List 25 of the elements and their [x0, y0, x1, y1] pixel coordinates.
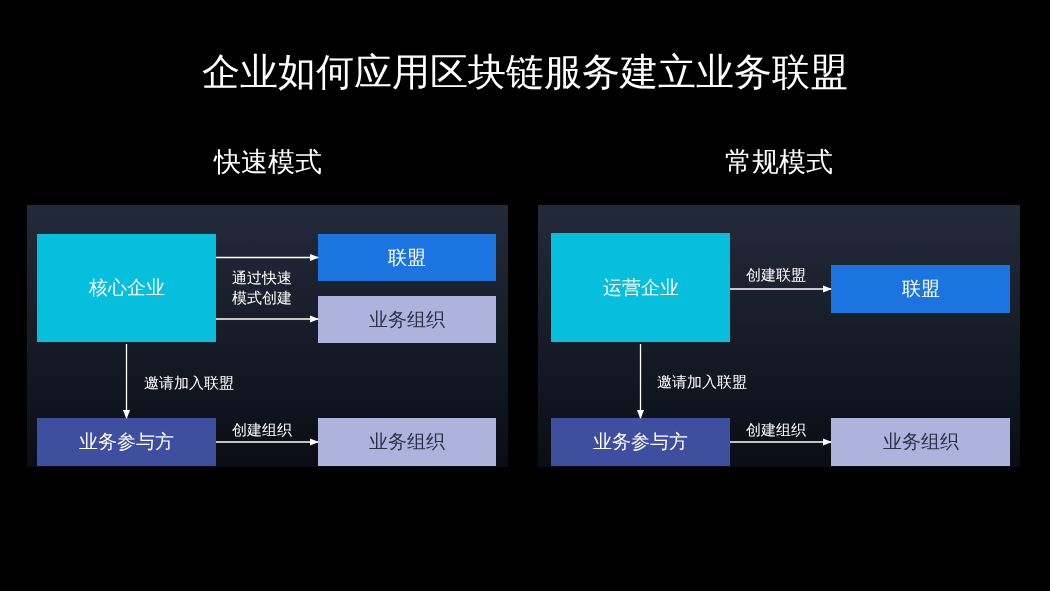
process-box: 业务参与方 [37, 418, 216, 466]
process-box: 业务组织 [318, 296, 496, 343]
edge-label: 邀请加入联盟 [144, 373, 235, 393]
edge-label: 创建联盟 [746, 265, 807, 285]
arrow [215, 253, 319, 262]
arrow [215, 315, 319, 323]
process-box: 联盟 [318, 234, 496, 281]
process-box: 业务组织 [318, 418, 496, 466]
title: 企业如何应用区块链服务建立业务联盟 [201, 49, 849, 96]
process-box: 联盟 [831, 265, 1010, 313]
process-box: 运营企业 [551, 233, 730, 342]
process-box: 业务组织 [831, 418, 1010, 466]
process-box: 核心企业 [37, 234, 216, 342]
edge-label: 邀请加入联盟 [657, 372, 748, 392]
arrow [215, 438, 319, 446]
edge-label: 创建组织 [232, 420, 293, 440]
arrow [729, 438, 832, 446]
panel-heading: 快速模式 [212, 145, 323, 179]
process-box: 业务参与方 [551, 418, 730, 466]
edge-label: 创建组织 [746, 420, 807, 440]
arrow [636, 343, 645, 419]
panel-heading: 常规模式 [724, 145, 834, 179]
edge-label: 通过快速模式创建 [232, 268, 293, 308]
arrow [729, 285, 832, 293]
arrow [122, 343, 131, 419]
